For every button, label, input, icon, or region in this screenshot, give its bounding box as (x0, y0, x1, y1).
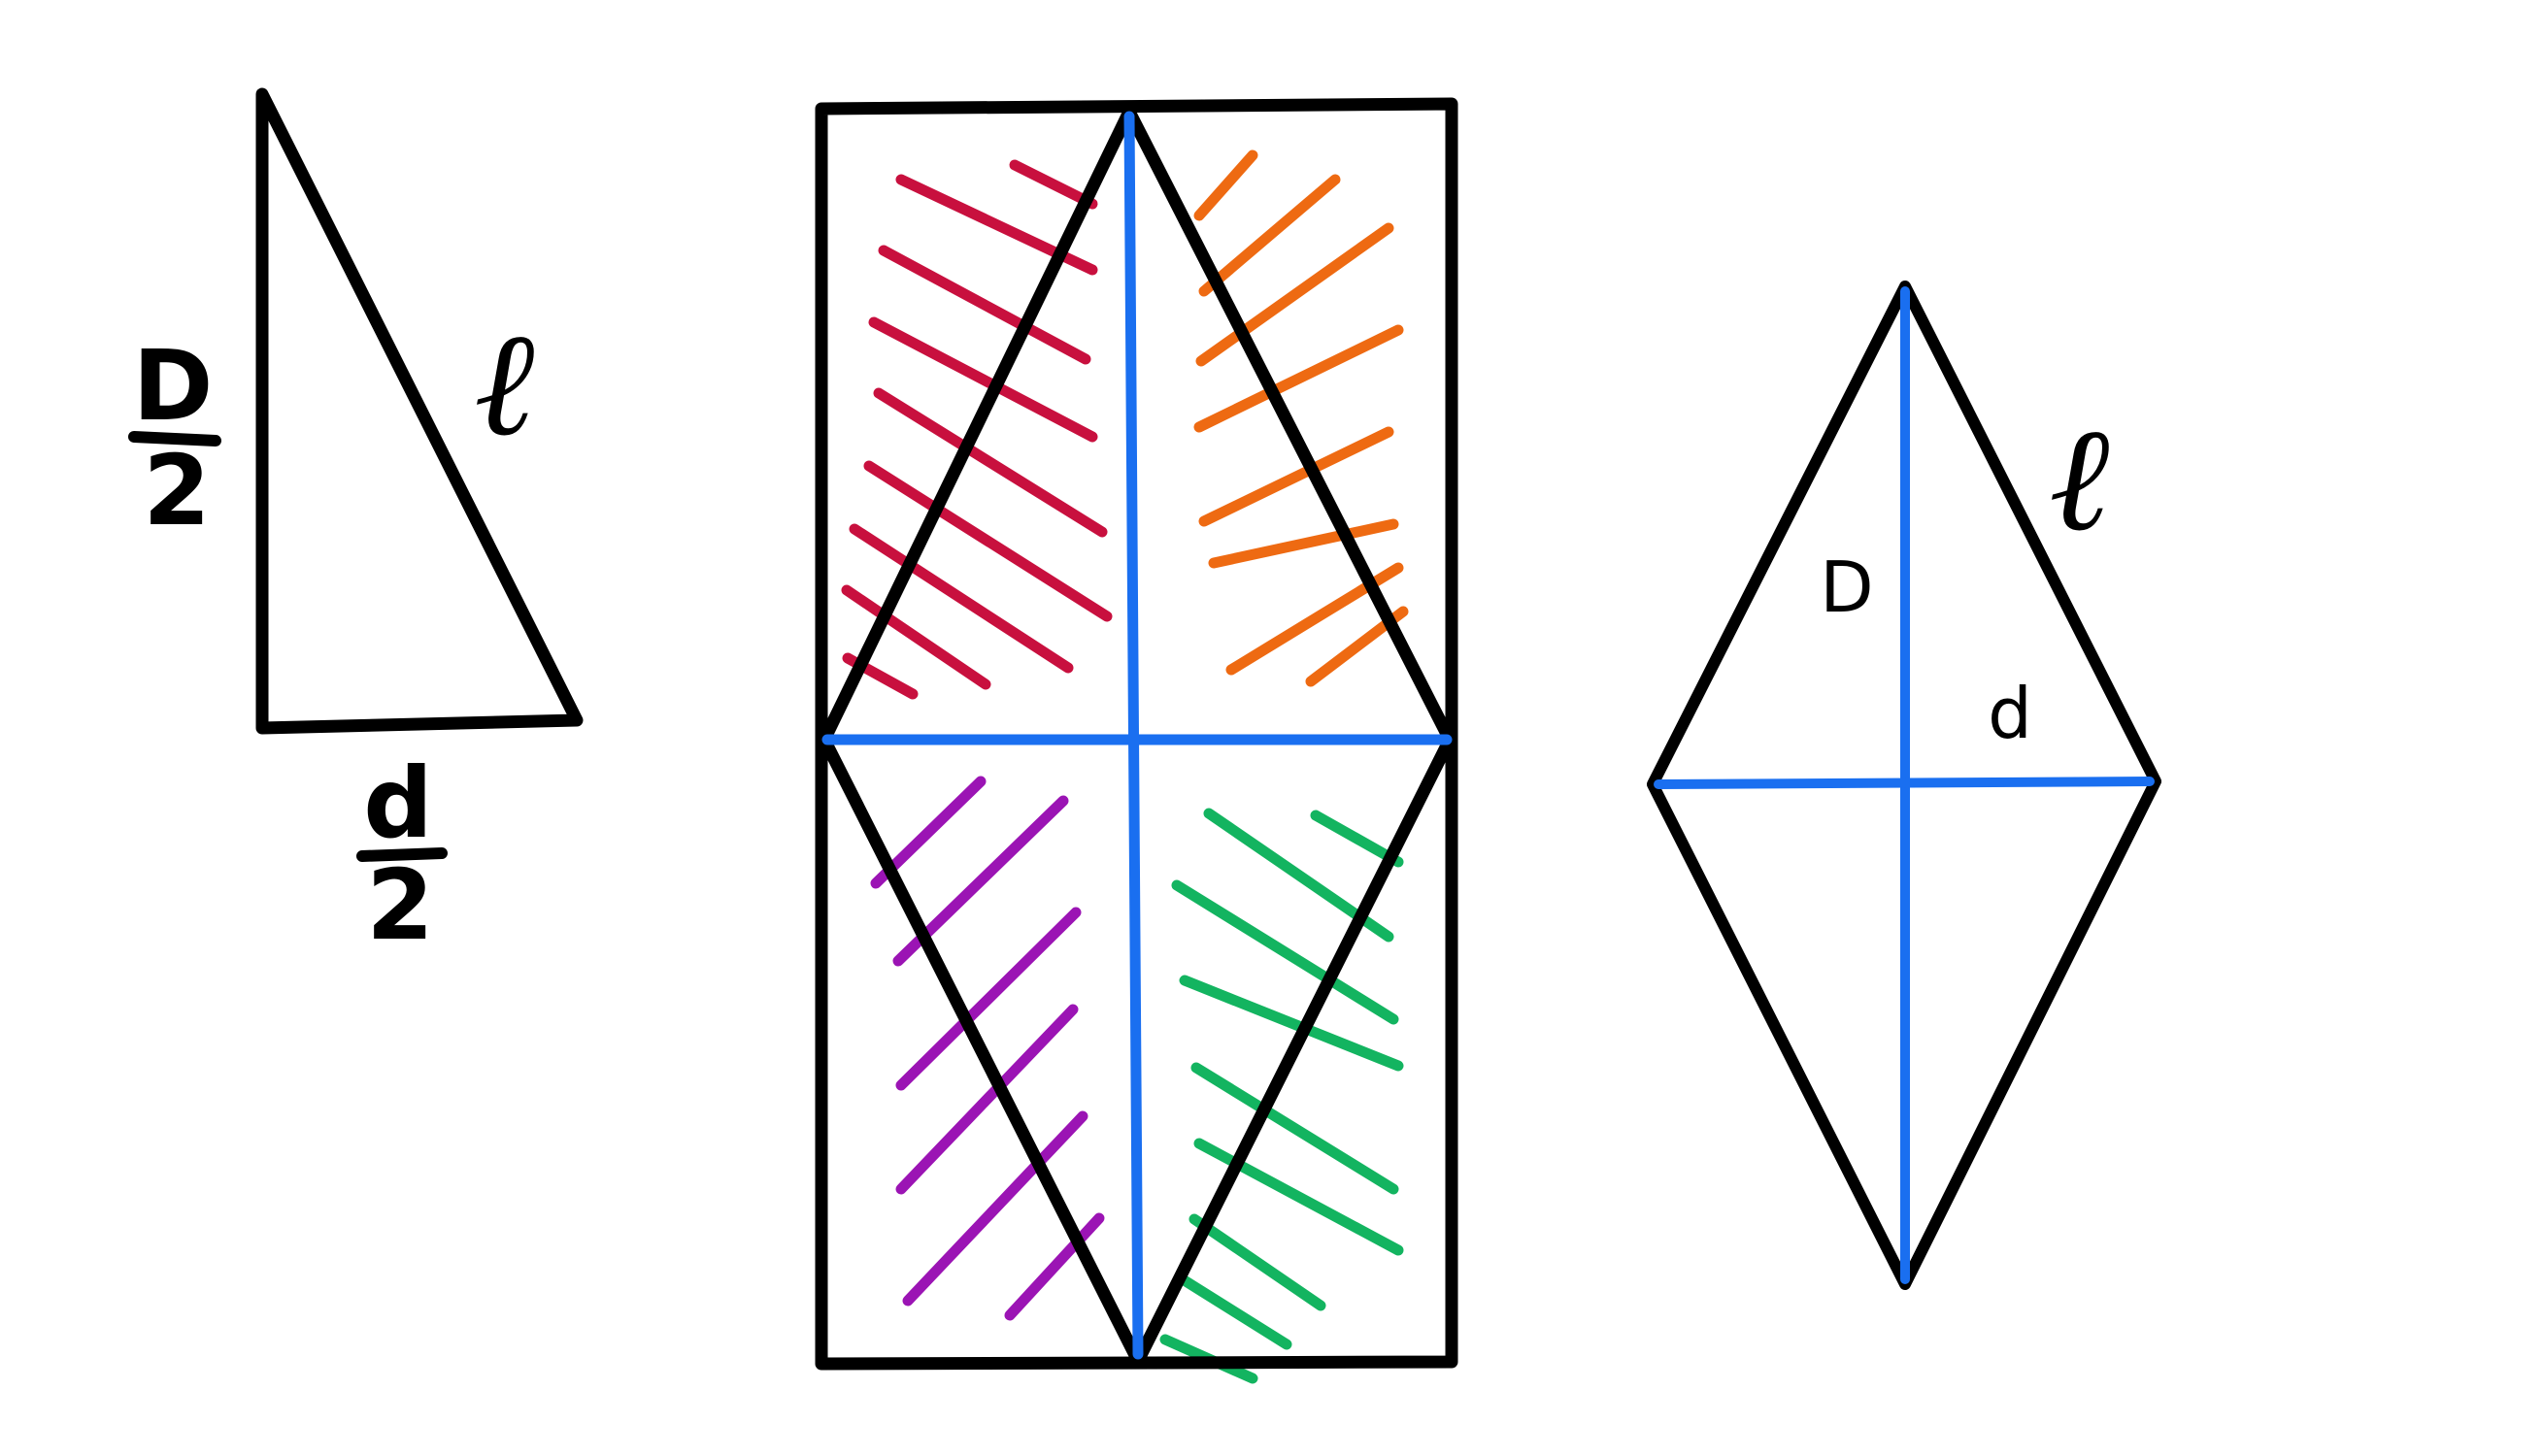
horizontal-leg-numerator: d (363, 746, 433, 860)
vertical-leg-numerator: D (132, 329, 213, 443)
hatch-stroke (1195, 222, 1394, 367)
triangle-hypotenuse-label: ℓ (474, 300, 534, 469)
horizontal-leg-denominator: 2 (366, 848, 434, 962)
hatch-stroke (1198, 174, 1341, 297)
hatch-stroke (895, 1004, 1079, 1195)
hatch-stroke (1179, 975, 1404, 1072)
rhombus-short-diagonal-label: d (1988, 673, 2032, 754)
horizontal-leg-fraction-bar (356, 847, 448, 862)
hatch-bottom-left (870, 776, 1105, 1321)
triangle-vertical-leg-label: D 2 (128, 329, 221, 547)
hatch-strokes (841, 149, 1409, 1384)
hatch-stroke (1009, 159, 1098, 210)
triangle-outline (255, 87, 584, 735)
inscribed-rhombus-outline (818, 105, 1456, 1368)
rhombus: D d ℓ (1647, 281, 2161, 1290)
hatch-top-right (1193, 149, 1409, 687)
hatch-stroke (873, 387, 1108, 538)
vertical-leg-denominator: 2 (143, 434, 211, 547)
hatch-stroke (1208, 518, 1399, 569)
rhombus-long-diagonal-label: D (1820, 546, 1873, 628)
vertical-leg-fraction-bar (128, 431, 221, 447)
rhombus-short-diagonal (1654, 777, 2155, 789)
hatch-stroke (1193, 324, 1404, 433)
hatch-stroke (1171, 879, 1399, 1025)
hatch-stroke (878, 245, 1091, 365)
right-triangle: ℓ D 2 d 2 (128, 87, 584, 962)
rhombus-side-label: ℓ (2049, 395, 2109, 564)
hatch-stroke (1310, 810, 1404, 868)
hatch-stroke (902, 1110, 1088, 1307)
hatch-stroke (1190, 1062, 1399, 1195)
rectangle-construction (815, 97, 1458, 1384)
hatch-stroke (1188, 1213, 1326, 1311)
hatch-stroke (1193, 1138, 1404, 1256)
hatch-stroke (849, 523, 1074, 674)
hatch-stroke (1004, 1212, 1105, 1321)
hatch-stroke (1177, 1274, 1292, 1350)
triangle-horizontal-leg-label: d 2 (356, 746, 448, 962)
hatch-stroke (868, 316, 1098, 443)
rectangle-outline (815, 97, 1458, 1371)
hatch-stroke (1193, 149, 1258, 221)
hatch-stroke (895, 907, 1082, 1091)
hatch-stroke (841, 584, 991, 690)
hatch-stroke (863, 460, 1113, 622)
hatch-stroke (1198, 426, 1394, 527)
